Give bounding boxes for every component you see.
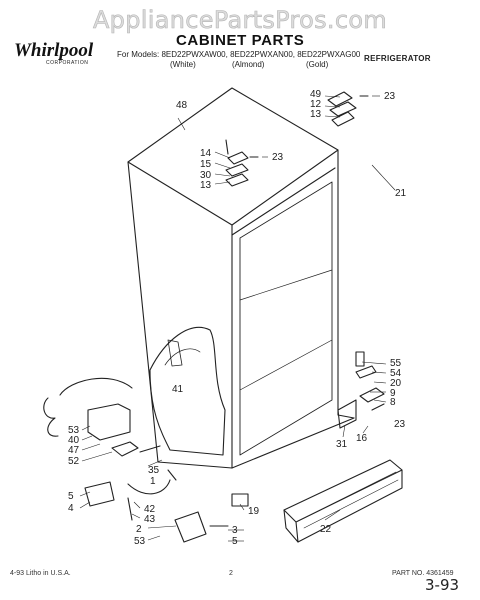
callout-31: 31	[336, 439, 348, 450]
models-line: For Models: 8ED22PWXAW00, 8ED22PWXAN00, …	[117, 50, 361, 59]
callout-21: 21	[395, 188, 407, 199]
base-grille	[283, 459, 403, 543]
callout-3: 3	[232, 525, 238, 536]
callout-5: 5	[232, 536, 238, 547]
footer-page-number: 2	[229, 570, 233, 577]
callout-2: 2	[136, 524, 142, 535]
callout-12: 12	[310, 99, 322, 110]
callout-49: 49	[310, 89, 322, 100]
callout-52: 52	[68, 456, 80, 467]
variant-almond: (Almond)	[232, 60, 265, 69]
callout-5: 5	[68, 491, 74, 502]
cabinet-shell	[127, 87, 355, 469]
whirlpool-logo: Whirlpool	[14, 40, 94, 61]
appliance-category: REFRIGERATOR	[364, 54, 431, 63]
power-cord-and-box	[43, 377, 161, 457]
callout-1: 1	[150, 476, 156, 487]
callout-47: 47	[68, 445, 80, 456]
callout-43: 43	[144, 514, 156, 525]
callout-23: 23	[272, 152, 284, 163]
callout-9: 9	[390, 388, 396, 399]
logo-tagline: CORPORATION	[46, 60, 89, 66]
callout-22: 22	[320, 524, 332, 535]
callout-53: 53	[134, 536, 146, 547]
callout-40: 40	[68, 435, 80, 446]
callout-41: 41	[172, 384, 184, 395]
callout-48: 48	[176, 100, 188, 111]
watermark-text: AppliancePartsPros.com	[92, 6, 388, 35]
lower-parts	[84, 469, 249, 543]
callout-19: 19	[248, 506, 260, 517]
callout-14: 14	[200, 148, 212, 159]
variant-gold: (Gold)	[306, 60, 329, 69]
callout-15: 15	[200, 159, 212, 170]
callout-8: 8	[390, 397, 396, 408]
variant-white: (White)	[170, 60, 196, 69]
callout-16: 16	[356, 433, 368, 444]
callout-13: 13	[310, 109, 322, 120]
callout-55: 55	[390, 358, 402, 369]
callout-30: 30	[200, 170, 212, 181]
footer-litho: 4-93 Litho in U.S.A.	[10, 570, 71, 577]
callout-13: 13	[200, 180, 212, 191]
handwritten-date: 3-93	[425, 576, 460, 594]
callout-20: 20	[390, 378, 402, 389]
callout-42: 42	[144, 504, 156, 515]
callout-23: 23	[394, 419, 406, 430]
callout-4: 4	[68, 503, 74, 514]
callout-54: 54	[390, 368, 402, 379]
footer-part-number: PART NO. 4361459	[392, 570, 454, 577]
callout-23: 23	[384, 91, 396, 102]
callout-35: 35	[148, 465, 160, 476]
top-hinge-left	[225, 139, 259, 187]
page-title: CABINET PARTS	[176, 32, 305, 49]
callout-53: 53	[68, 425, 80, 436]
top-hinge-right	[327, 91, 369, 127]
